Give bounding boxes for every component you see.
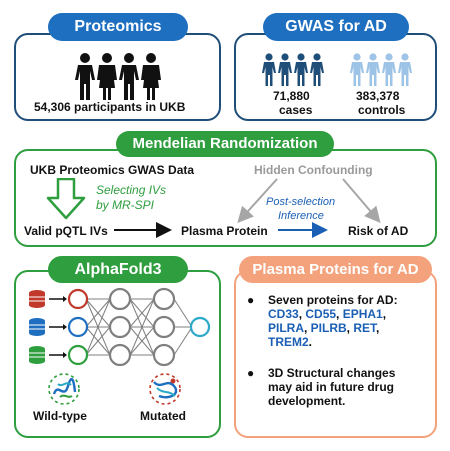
protein-cd55: CD55 [305,307,337,321]
proteomics-caption: 54,306 participants in UKB [34,100,186,114]
neural-network-diagram [29,287,211,367]
mr-post-selection-2: Inference [278,210,324,222]
protein-cd33: CD33 [268,307,299,321]
protein-epha1: EPHA1 [342,307,383,321]
mr-valid-ivs: Valid pQTL IVs [24,224,108,238]
mr-hidden-confounding: Hidden Confounding [254,163,373,177]
bullet-2-line-2: may aid in future drug [268,380,395,394]
cases-count: 71,880 [273,89,310,103]
bullet-2-line-1: 3D Structural changes [268,366,396,380]
cases-people-icon [262,53,324,86]
controls-people-icon [350,53,412,86]
mr-title: Mendelian Randomization [116,131,334,157]
wild-type-protein-icon [48,373,80,405]
protein-pilrb: PILRB [310,321,347,335]
protein-list-line-1: CD33, CD55, EPHA1, [268,307,387,321]
database-icon-red [29,290,45,308]
bullet-2-dot: ● [247,366,255,380]
plasma-proteins-title: Plasma Proteins for AD [239,256,432,283]
protein-list-line-3: TREM2. [268,335,313,349]
cases-label: cases [279,103,313,117]
people-group-icon [75,53,161,100]
bullet-2-line-3: development. [268,394,346,408]
proteomics-title: Proteomics [48,13,188,41]
wild-type-label: Wild-type [33,409,87,423]
controls-count: 383,378 [356,89,400,103]
alphafold-title: AlphaFold3 [48,256,188,283]
controls-label: controls [358,103,406,117]
gwas-title: GWAS for AD [263,13,409,41]
protein-pilra: PILRA [268,321,304,335]
mr-selecting-1: Selecting IVs [96,183,167,197]
protein-trem2: TREM2 [268,335,309,349]
protein-list-line-2: PILRA, PILRB, RET, [268,321,380,335]
protein-ret: RET [353,321,377,335]
mr-post-selection-1: Post-selection [266,196,336,208]
database-icon-green [29,346,45,364]
mutated-protein-icon [149,373,181,405]
mr-selecting-2: by MR-SPI [96,198,155,212]
mr-plasma-protein: Plasma Protein [181,224,268,238]
mr-risk-of-ad: Risk of AD [348,224,409,238]
mutated-label: Mutated [140,409,186,423]
down-arrow-icon [46,178,86,220]
bullet-1-dot: ● [247,293,255,307]
bullet-1-lead: Seven proteins for AD: [268,293,398,307]
database-icon-blue [29,318,45,336]
mr-data-source: UKB Proteomics GWAS Data [30,163,195,177]
